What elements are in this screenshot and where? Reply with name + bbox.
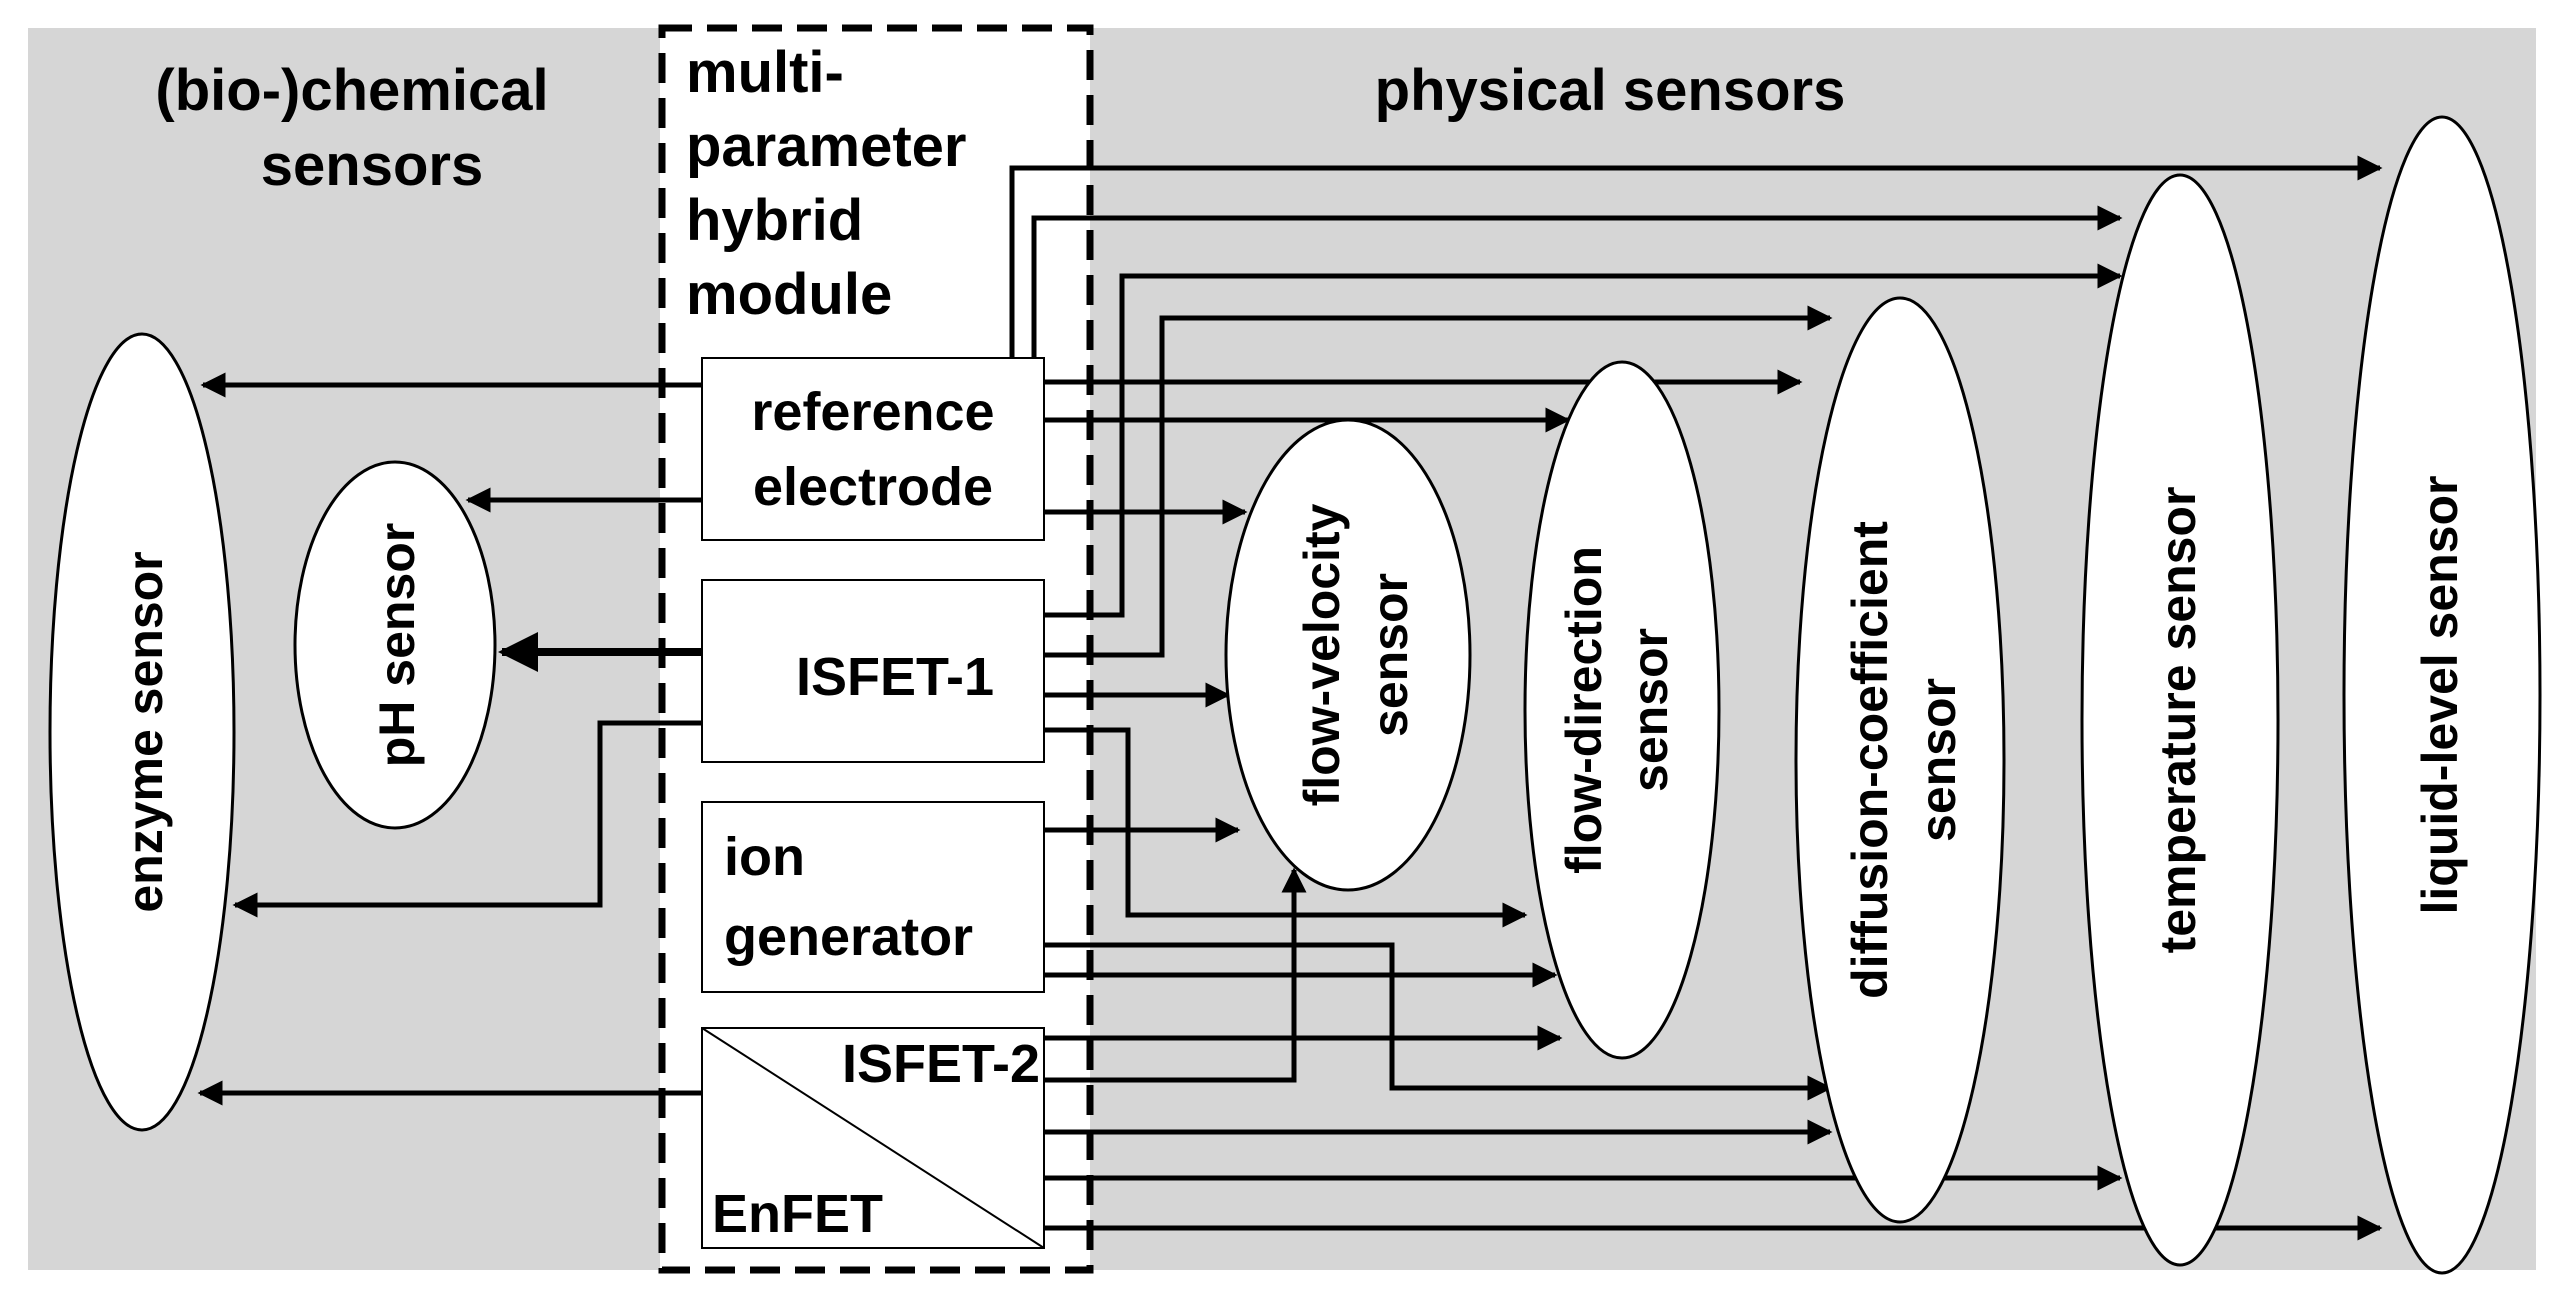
physical-header: physical sensors: [1375, 58, 1846, 123]
enzyme-sensor-label: enzyme sensor: [117, 551, 173, 912]
flow-velocity-sensor-label-line1: flow-velocity: [1294, 503, 1350, 806]
reference-electrode-label-line1: reference: [751, 382, 994, 442]
flow-velocity-sensor-label-line2: sensor: [1362, 573, 1418, 737]
temperature-sensor-label: temperature sensor: [2150, 487, 2206, 954]
isfet2-label: ISFET-2: [842, 1034, 1040, 1094]
reference-electrode-box: [701, 357, 1045, 541]
isfet2-enfet-diagonal: [701, 1027, 1045, 1249]
liquid-level-sensor-label: liquid-level sensor: [2412, 475, 2468, 914]
flow-velocity-sensor-ellipse: [1224, 418, 1472, 892]
diffusion-coefficient-sensor-ellipse: [1794, 296, 2006, 1224]
arrow-isfet2-to-flow-velocity: [1044, 867, 1307, 1083]
arrow-isfet1-to-diffusion-upper: [1044, 305, 1833, 658]
module-header-line4: module: [686, 262, 892, 327]
temperature-sensor-ellipse: [2080, 173, 2280, 1267]
arrow-isfet1-to-flow-direction: [1044, 727, 1528, 928]
flow-direction-sensor-ellipse: [1523, 360, 1721, 1060]
module-header-line1: multi-: [686, 40, 844, 105]
ph-sensor-ellipse: [293, 460, 497, 830]
liquid-level-sensor-ellipse: [2342, 115, 2542, 1275]
arrow-ref-to-liquid-level: [1009, 155, 2383, 358]
biochemical-header-line1: (bio-)chemical: [155, 58, 548, 123]
ion-generator-box: [701, 801, 1045, 993]
arrow-ref-to-temperature-upper: [1031, 205, 2123, 358]
ion-generator-label-line2: generator: [724, 907, 973, 967]
ion-generator-label-line1: ion: [724, 827, 805, 887]
enzyme-sensor-ellipse: [48, 332, 236, 1132]
flow-direction-sensor-label-line2: sensor: [1622, 628, 1678, 792]
isfet1-box: [701, 579, 1045, 763]
arrow-isfet1-to-enzyme: [232, 720, 702, 918]
enfet-label: EnFET: [712, 1184, 883, 1244]
diffusion-coefficient-sensor-label-line2: sensor: [1910, 678, 1966, 842]
module-header-line3: hybrid: [686, 188, 863, 253]
diffusion-coefficient-sensor-label-line1: diffusion-coefficient: [1842, 521, 1898, 999]
biochemical-header-line2: sensors: [261, 133, 483, 198]
arrow-ion-to-diffusion: [1044, 942, 1833, 1101]
arrow-isfet1-to-temperature: [1044, 263, 2123, 618]
reference-electrode-label-line2: electrode: [753, 457, 993, 517]
flow-direction-sensor-label-line1: flow-direction: [1556, 546, 1612, 874]
ph-sensor-label: pH sensor: [369, 523, 425, 768]
isfet1-label: ISFET-1: [796, 647, 994, 707]
module-header-line2: parameter: [686, 114, 966, 179]
